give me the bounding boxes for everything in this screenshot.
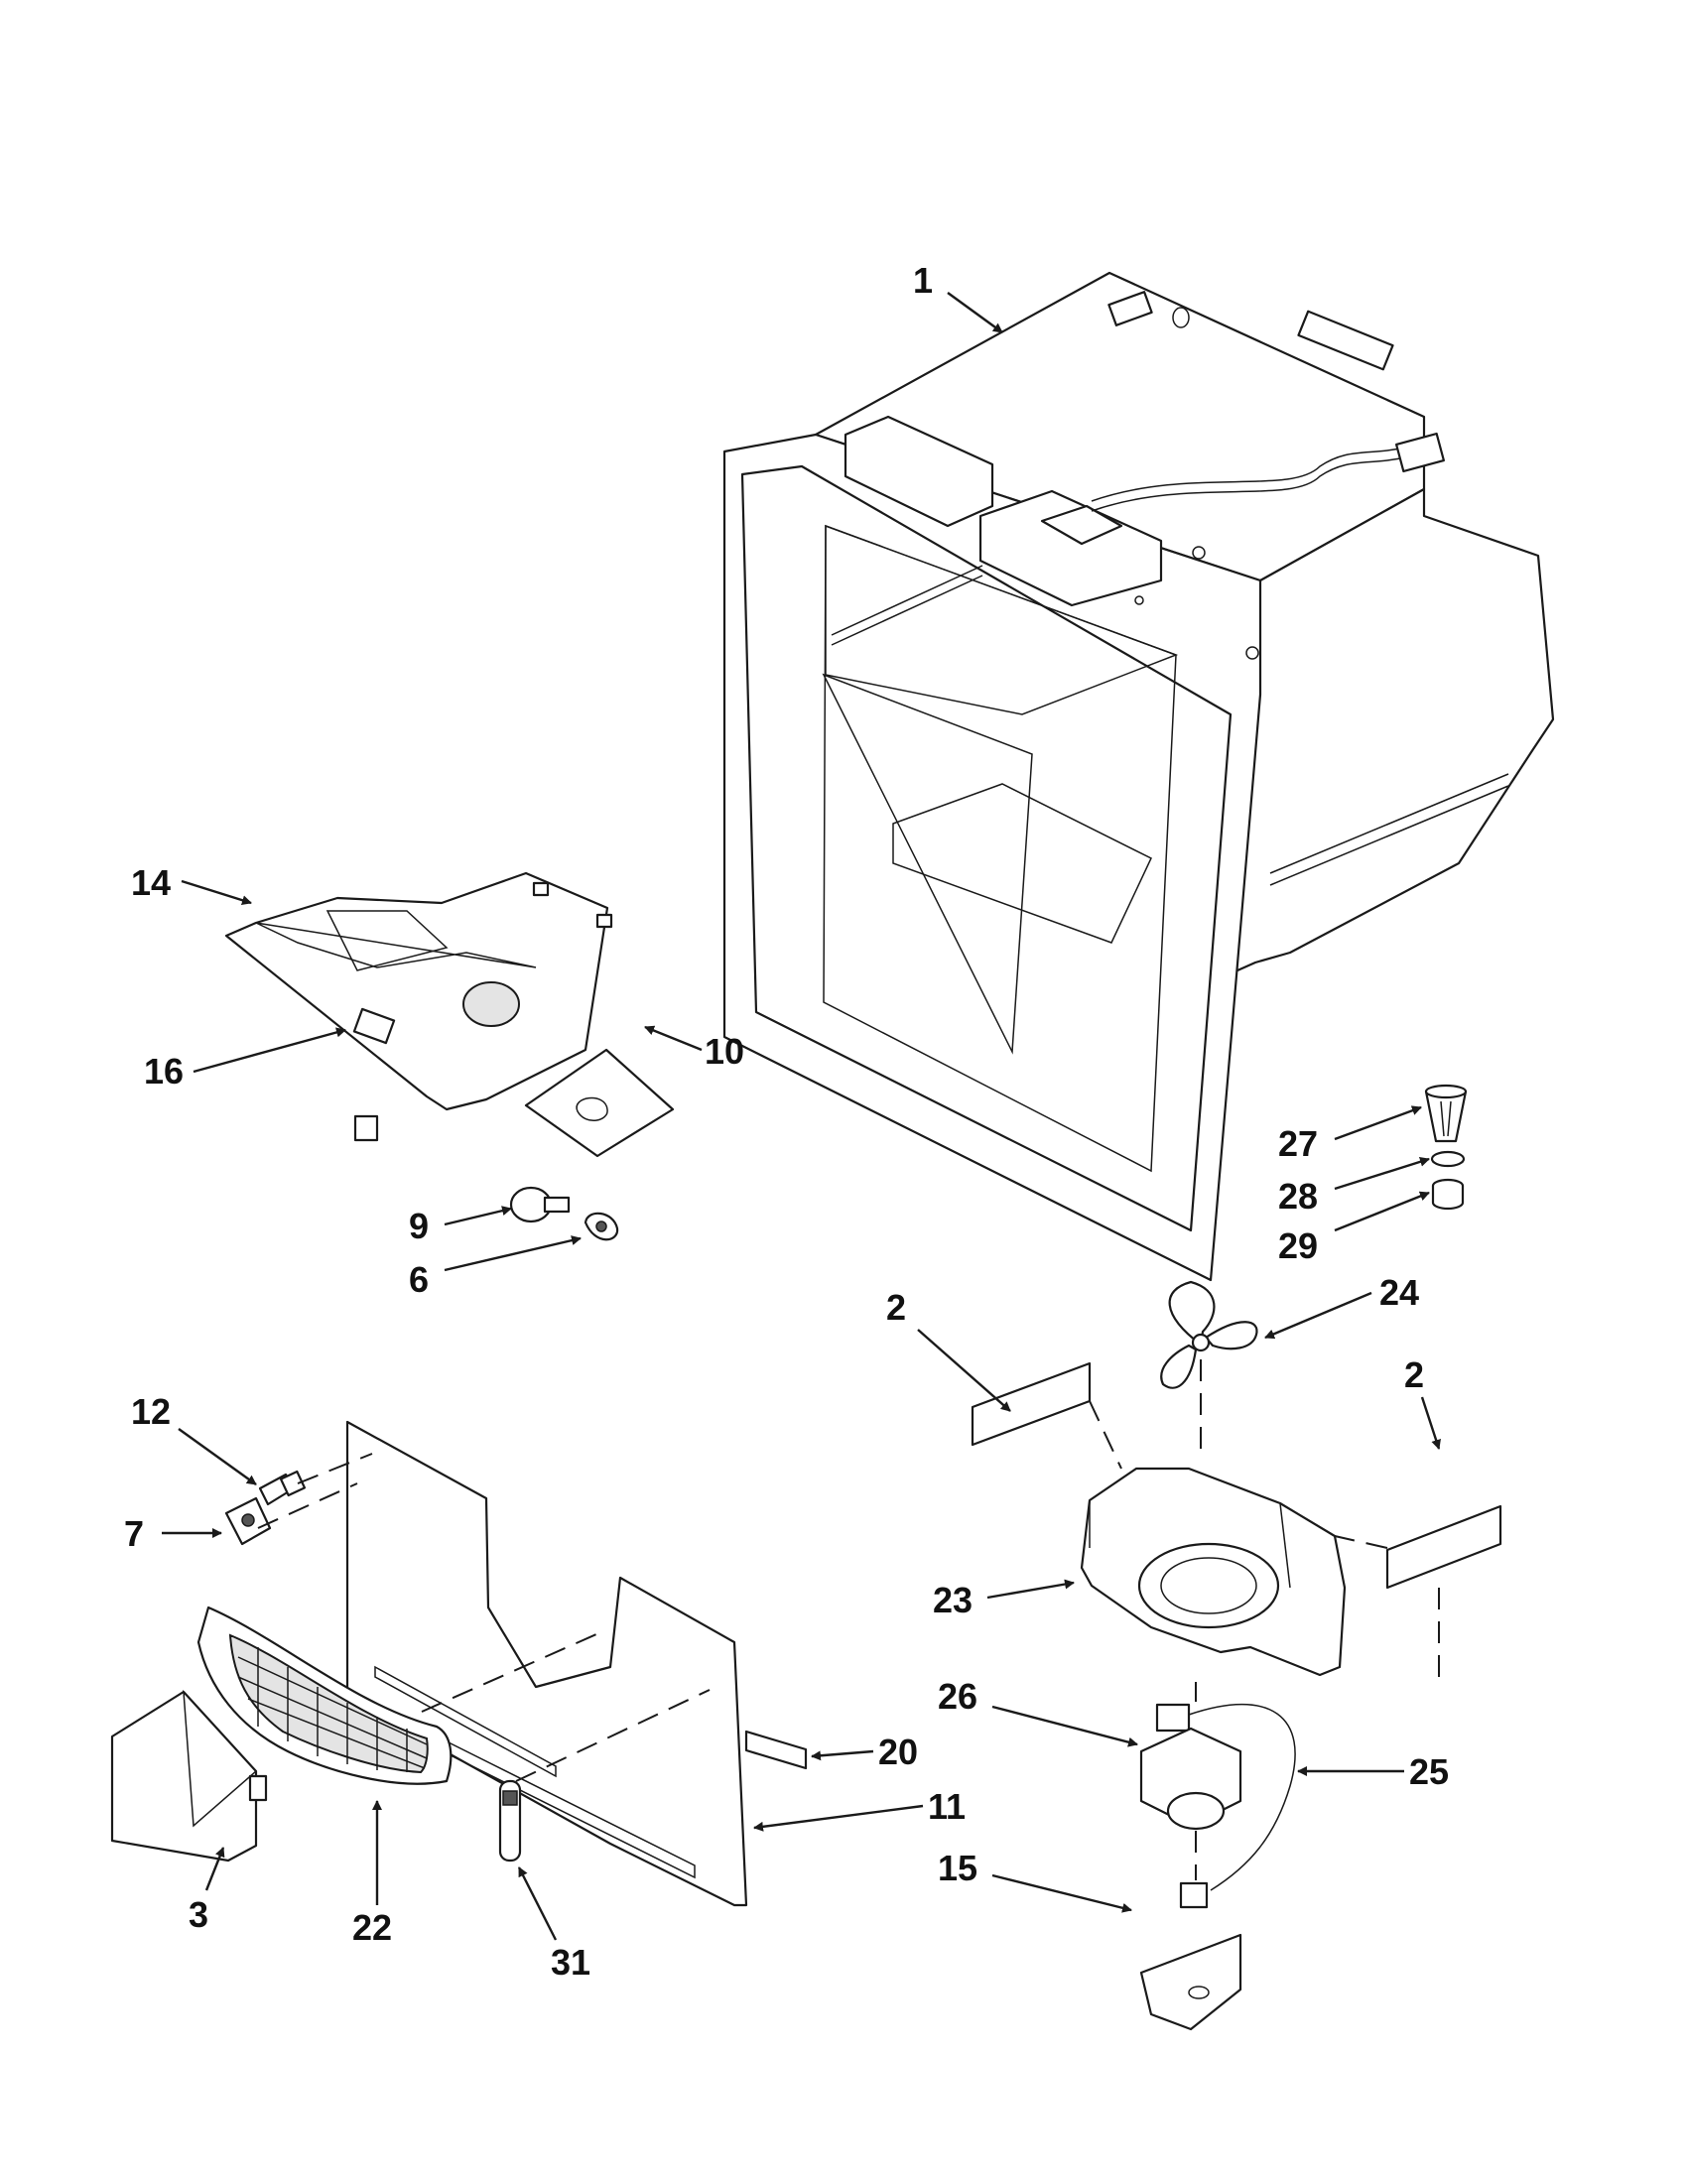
callout-31: 31 xyxy=(551,1942,590,1983)
part-3-cover xyxy=(110,1689,268,1863)
callout-9: 9 xyxy=(409,1206,429,1246)
part-24-fan-blade xyxy=(1160,1280,1258,1389)
part-11-rear-panel xyxy=(345,1420,748,1907)
part-31-thermistor xyxy=(498,1779,522,1863)
callout-23: 23 xyxy=(933,1580,973,1620)
part-10-label xyxy=(524,1048,675,1158)
part-27-grommet xyxy=(1424,1084,1468,1143)
callout-14: 14 xyxy=(131,862,171,903)
part-16-clip xyxy=(353,1114,379,1142)
part-28-o-ring xyxy=(1430,1150,1466,1168)
callout-3: 3 xyxy=(189,1894,208,1935)
part-25-wire-harness xyxy=(1188,1703,1296,1891)
part-12-screw xyxy=(258,1470,307,1506)
callout-15: 15 xyxy=(938,1848,977,1888)
callout-labels: 1 14 16 10 9 6 27 28 29 2 24 2 12 7 23 2… xyxy=(124,260,1449,1983)
callout-29: 29 xyxy=(1278,1225,1318,1266)
part-14-housing xyxy=(224,871,613,1111)
part-23-fan-shroud xyxy=(1080,1467,1347,1677)
part-2-foam-pad-left xyxy=(971,1361,1092,1447)
callout-27: 27 xyxy=(1278,1123,1318,1164)
part-9-bulb xyxy=(509,1186,571,1223)
callout-10: 10 xyxy=(705,1031,744,1072)
part-7-bracket xyxy=(224,1496,272,1546)
callout-24: 24 xyxy=(1379,1272,1419,1313)
callout-leaders xyxy=(162,292,1441,1941)
callout-1: 1 xyxy=(913,260,933,301)
callout-20: 20 xyxy=(878,1732,918,1772)
part-6-socket xyxy=(584,1212,619,1241)
callout-7: 7 xyxy=(124,1513,144,1554)
callout-11: 11 xyxy=(928,1786,966,1827)
callout-26: 26 xyxy=(938,1676,977,1717)
callout-22: 22 xyxy=(352,1907,392,1948)
callout-6: 6 xyxy=(409,1259,429,1300)
callout-25: 25 xyxy=(1409,1751,1449,1792)
part-freezer-liner xyxy=(722,271,1555,1282)
callout-2-left: 2 xyxy=(886,1287,906,1328)
callout-16: 16 xyxy=(144,1051,184,1092)
callout-28: 28 xyxy=(1278,1176,1318,1217)
part-26-fan-motor xyxy=(1139,1703,1242,1831)
part-15-bracket xyxy=(1139,1881,1242,2031)
part-22-grille xyxy=(196,1606,453,1785)
assembly-dashed-lines xyxy=(257,1359,1440,1880)
part-29-cap xyxy=(1431,1178,1465,1211)
part-20-foam-strip xyxy=(744,1730,808,1770)
part-2-foam-pad-right xyxy=(1385,1504,1502,1590)
callout-12: 12 xyxy=(131,1391,171,1432)
callout-2-right: 2 xyxy=(1404,1354,1424,1395)
